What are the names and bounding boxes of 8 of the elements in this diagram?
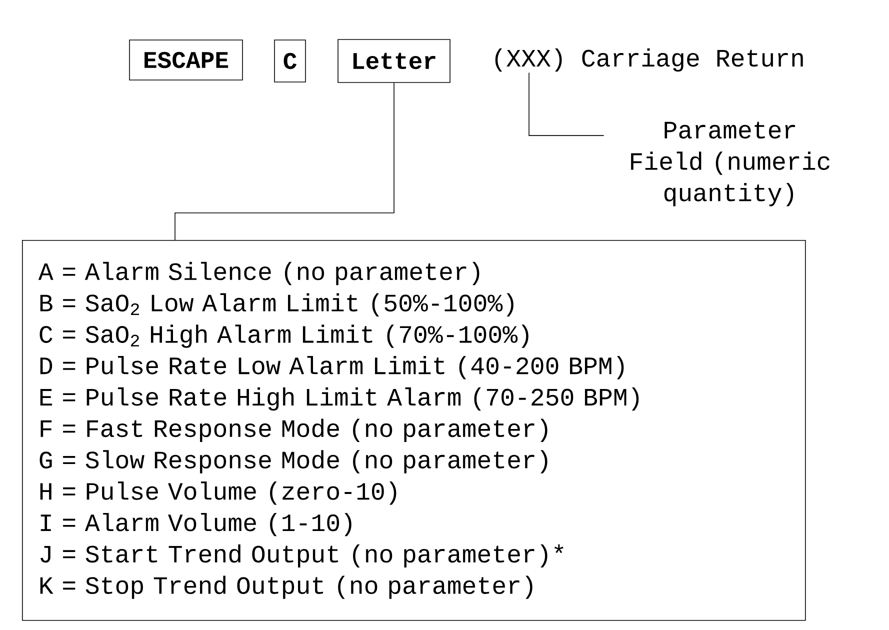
connector-line (174, 82, 394, 240)
leader-text: Parameter Field (numeric quantity) (631, 122, 830, 206)
command-text: (XXX) Carriage Return (495, 48, 803, 72)
key-box: ESCAPE (129, 40, 243, 80)
command-list-box: A = Alarm Silence (no parameter) B = SaO$_{2}$ Low Alarm Limit (50%-100%) C = SaO$_{2}$ High Alarm Limit (70%-100%) D = Pulse Rate Low Alarm Limit (40-200 BPM) E = Pulse Rate High Limit Alarm (70-250 BPM) F = Fast Response Mode (no parameter) G = Slow Response Mode (no parameter) H = Pulse Volume (zero-10) I = Alarm Volume (1-10) J = Start Trend Output (no parameter)* K = Stop Trend Output (no parameter) (22, 240, 806, 621)
key-box: C (274, 40, 306, 82)
leader-line (528, 72, 604, 136)
key-box: Letter (338, 39, 450, 83)
